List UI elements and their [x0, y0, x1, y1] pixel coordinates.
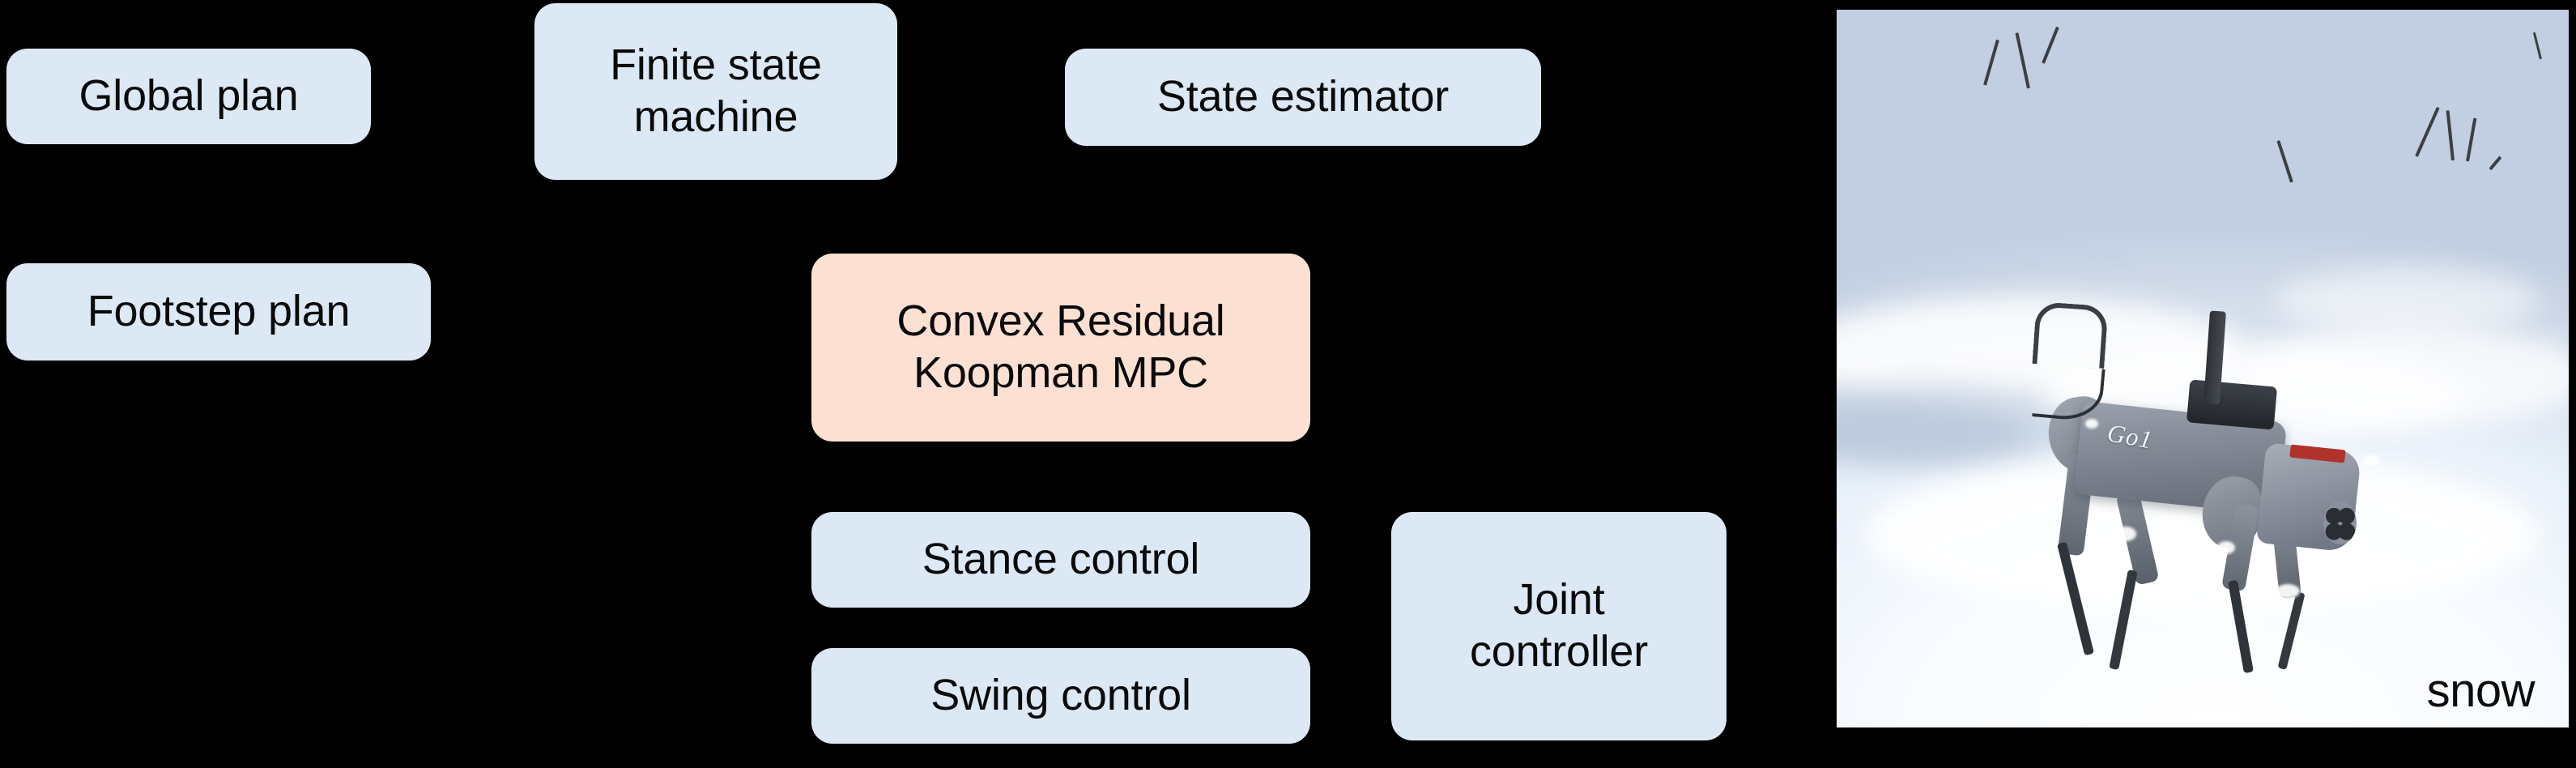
- snow-spray: [2085, 419, 2099, 429]
- node-stance-control[interactable]: Stance control: [811, 512, 1310, 608]
- snow-drift: [2239, 325, 2569, 426]
- snow-spray: [2158, 570, 2186, 587]
- node-swing-control[interactable]: Swing control: [811, 648, 1310, 744]
- quadruped-robot: Go1: [2032, 301, 2400, 674]
- snow-drift: [2276, 267, 2540, 333]
- snow-spray: [2363, 454, 2380, 467]
- robot-leg-shin: [2109, 570, 2138, 671]
- snow-spray: [2114, 526, 2136, 541]
- robot-leg-shin: [2277, 591, 2306, 670]
- node-finite-state-machine[interactable]: Finite state machine: [534, 3, 897, 180]
- snow-drift: [1837, 404, 2028, 463]
- node-joint-controller-label: Joint controller: [1469, 575, 1649, 676]
- snow-spray: [2334, 555, 2354, 569]
- node-footstep-plan[interactable]: Footstep plan: [6, 263, 431, 361]
- robot-carry-handle: [2032, 301, 2109, 369]
- robot-snow-photo: Go1 snow: [1837, 10, 2569, 727]
- node-global-plan[interactable]: Global plan: [6, 49, 371, 144]
- robot-leg-shin: [2227, 580, 2254, 674]
- node-swing-control-label: Swing control: [930, 671, 1191, 720]
- snow-spray: [2217, 540, 2236, 554]
- node-finite-state-machine-label: Finite state machine: [610, 41, 822, 141]
- node-stance-control-label: Stance control: [922, 535, 1200, 584]
- node-global-plan-label: Global plan: [79, 71, 299, 121]
- robot-fan-vent: [2323, 501, 2357, 545]
- node-state-estimator-label: State estimator: [1156, 72, 1450, 122]
- robot-sensor-module: [2186, 379, 2278, 430]
- node-footstep-plan-label: Footstep plan: [87, 287, 351, 336]
- photo-caption: snow: [2426, 664, 2536, 717]
- node-convex-residual-koopman-mpc[interactable]: Convex Residual Koopman MPC: [811, 254, 1310, 442]
- node-joint-controller[interactable]: Joint controller: [1391, 512, 1727, 740]
- node-convex-residual-koopman-mpc-label: Convex Residual Koopman MPC: [896, 297, 1225, 397]
- robot-leg-shin: [2057, 541, 2094, 655]
- snow-spray: [2276, 583, 2301, 599]
- node-state-estimator[interactable]: State estimator: [1065, 49, 1541, 146]
